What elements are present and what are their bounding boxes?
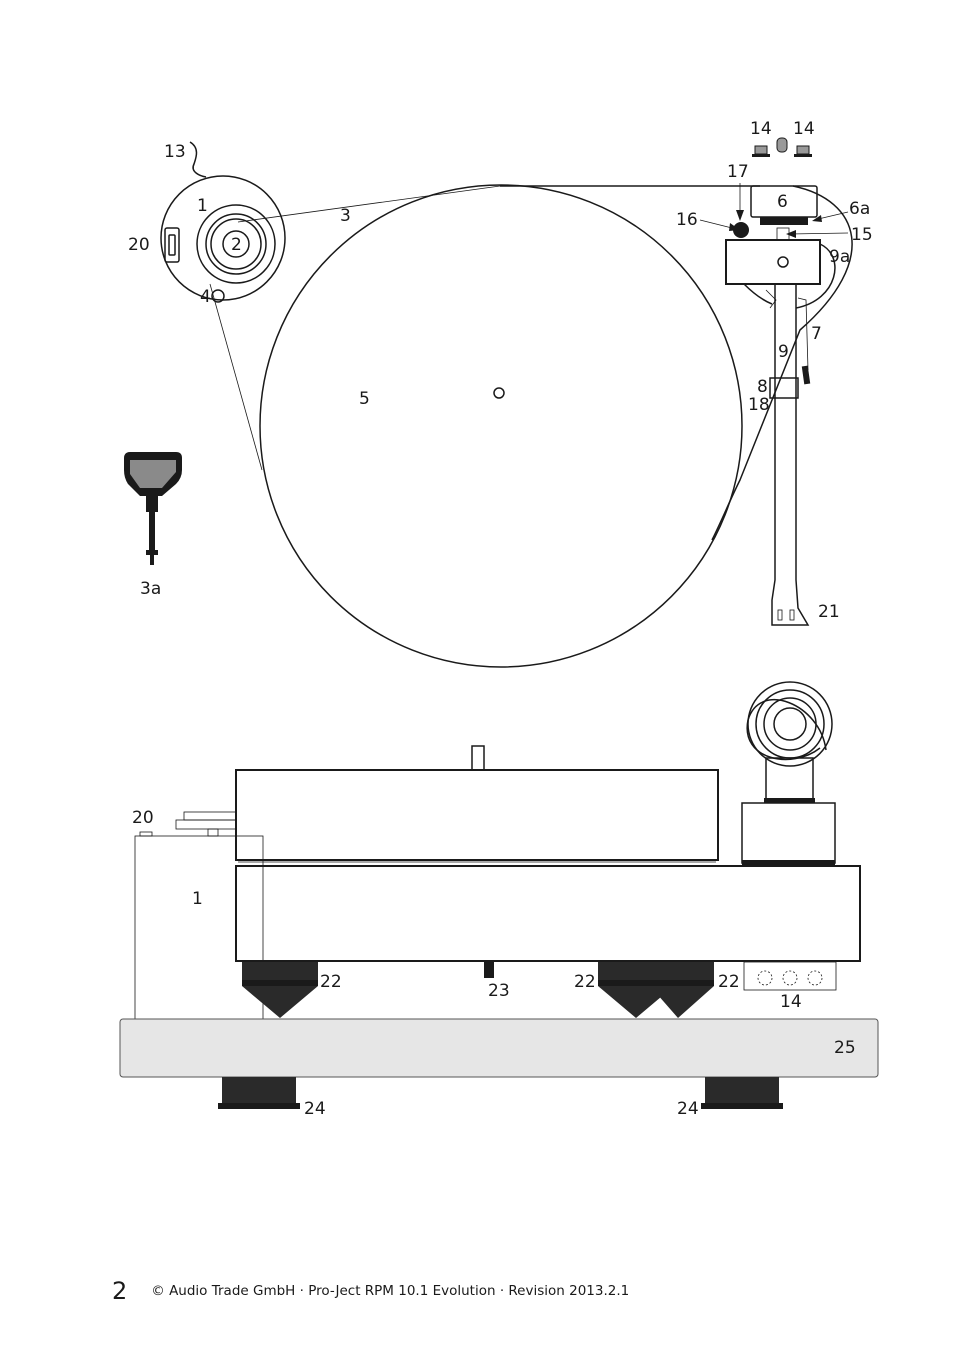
base-feet bbox=[218, 1077, 783, 1109]
label-side-22c: 22 bbox=[718, 972, 740, 992]
label-side-24a: 24 bbox=[304, 1099, 326, 1119]
label-top-8: 8 bbox=[757, 377, 768, 397]
label-side-22a: 22 bbox=[320, 972, 342, 992]
label-top-3a: 3a bbox=[140, 579, 161, 599]
label-top-18: 18 bbox=[748, 395, 770, 415]
label-top-4: 4 bbox=[200, 287, 211, 307]
label-top-7: 7 bbox=[811, 324, 822, 344]
speed-switch bbox=[164, 227, 180, 263]
base-plate bbox=[119, 1018, 879, 1078]
label-side-1: 1 bbox=[192, 889, 203, 909]
plinth-side bbox=[235, 865, 861, 962]
feet bbox=[242, 962, 714, 1018]
label-top-14b: 14 bbox=[793, 119, 815, 139]
arm-lift bbox=[769, 297, 811, 399]
page-footer: 2 © Audio Trade GmbH · Pro-Ject RPM 10.1… bbox=[112, 1274, 629, 1308]
label-top-3: 3 bbox=[340, 206, 351, 226]
label-top-14a: 14 bbox=[750, 119, 772, 139]
platter bbox=[259, 184, 743, 668]
tonearm-base bbox=[725, 239, 836, 309]
spindle-side bbox=[471, 745, 485, 771]
motor-side bbox=[134, 811, 264, 1021]
label-side-14: 14 bbox=[780, 992, 802, 1012]
label-top-15: 15 bbox=[851, 225, 873, 245]
cable-squiggle bbox=[189, 141, 207, 178]
label-top-1: 1 bbox=[197, 196, 208, 216]
motor-screw bbox=[211, 289, 225, 303]
center-peg bbox=[484, 962, 494, 978]
label-top-13: 13 bbox=[164, 142, 186, 162]
spindle bbox=[493, 387, 505, 399]
platter-side bbox=[235, 769, 719, 861]
page-number: 2 bbox=[112, 1277, 128, 1305]
label-top-2: 2 bbox=[231, 235, 242, 255]
label-top-9: 9 bbox=[778, 342, 789, 362]
label-top-9a: 9a bbox=[829, 247, 850, 267]
top-view: 1 2 3 3a 4 5 6 6a 7 8 9 9a 13 14 14 15 1… bbox=[124, 119, 873, 668]
label-top-17: 17 bbox=[727, 162, 749, 182]
arm-outline-arc bbox=[711, 185, 853, 541]
label-top-6a: 6a bbox=[849, 199, 870, 219]
label-side-20: 20 bbox=[132, 808, 154, 828]
counterweight bbox=[750, 185, 818, 225]
spare-parts bbox=[752, 137, 812, 157]
terminal-box bbox=[743, 961, 837, 991]
label-top-6: 6 bbox=[777, 192, 788, 212]
label-side-22b: 22 bbox=[574, 972, 596, 992]
label-top-16: 16 bbox=[676, 210, 698, 230]
label-side-24b: 24 bbox=[677, 1099, 699, 1119]
label-top-5: 5 bbox=[359, 389, 370, 409]
belt bbox=[209, 185, 501, 471]
pointer-arrows bbox=[699, 183, 849, 238]
counterweight-side bbox=[741, 681, 836, 865]
anti-skating-knob bbox=[733, 222, 749, 238]
screwdriver-tool bbox=[124, 452, 182, 565]
label-side-23: 23 bbox=[488, 981, 510, 1001]
tonearm bbox=[765, 284, 810, 626]
label-top-20: 20 bbox=[128, 235, 150, 255]
label-side-25: 25 bbox=[834, 1038, 856, 1058]
motor-housing bbox=[160, 175, 286, 303]
counterweight-ring bbox=[760, 217, 808, 225]
side-view: 20 1 22 23 22 22 14 25 24 24 bbox=[119, 681, 879, 1119]
label-top-21: 21 bbox=[818, 602, 840, 622]
copyright-text: © Audio Trade GmbH · Pro-Ject RPM 10.1 E… bbox=[151, 1283, 630, 1299]
